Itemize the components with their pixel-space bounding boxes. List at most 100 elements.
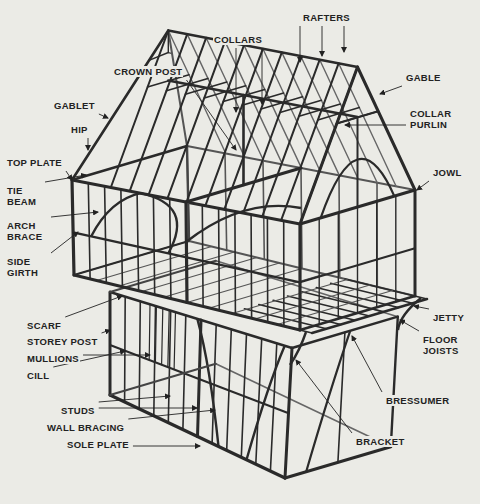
gable-rafter	[358, 67, 416, 190]
corner-post	[391, 317, 398, 447]
corner-post	[414, 190, 417, 296]
leader-line	[344, 26, 345, 52]
stud	[338, 213, 339, 319]
stud	[256, 339, 262, 465]
leader-line	[133, 446, 200, 447]
part-label: CROWN POST	[113, 66, 183, 77]
part-label: SOLE PLATE	[66, 439, 130, 450]
storey-post	[109, 292, 112, 395]
leader-line	[236, 48, 237, 112]
mullion	[174, 312, 175, 369]
crown-post	[242, 95, 245, 185]
crown-post	[357, 117, 359, 207]
stud	[168, 311, 170, 423]
girth	[300, 248, 415, 282]
rafter	[300, 67, 358, 224]
stud	[395, 196, 396, 302]
back-rafter	[282, 52, 340, 175]
wall-bracing	[247, 346, 285, 460]
storey-post	[198, 320, 202, 437]
leader-line	[186, 80, 236, 150]
stud	[319, 218, 320, 324]
lower-end-sole	[110, 364, 216, 395]
leader-line	[300, 26, 301, 62]
storey-post	[298, 224, 301, 330]
back-rafter	[244, 45, 302, 168]
part-label: WALL BRACING	[46, 422, 125, 433]
back-rafter	[206, 38, 264, 161]
gablet	[168, 31, 169, 53]
stud	[357, 207, 358, 313]
leader-line	[380, 86, 402, 94]
leader-line	[352, 336, 382, 392]
part-label: HIP	[70, 124, 89, 135]
stud	[121, 189, 123, 286]
arch-brace	[140, 193, 177, 253]
part-label: CILL	[26, 370, 50, 381]
bressumer	[312, 299, 427, 333]
mullion	[168, 310, 169, 367]
leader-line	[417, 181, 429, 190]
part-label: GABLE	[405, 72, 442, 83]
mullion	[149, 304, 151, 360]
part-label: JOWL	[432, 167, 463, 178]
leader-line	[128, 410, 215, 419]
back-post	[414, 190, 416, 296]
leader-line	[51, 232, 78, 253]
part-label: ARCH BRACE	[6, 220, 48, 242]
bracket	[398, 298, 421, 330]
part-label: SIDE GIRTH	[6, 256, 48, 278]
gablet	[149, 53, 168, 61]
leader-line	[65, 296, 122, 317]
stud	[153, 196, 154, 295]
leader-line	[99, 396, 170, 402]
leader-line	[345, 125, 406, 126]
arch-brace	[91, 193, 140, 236]
stud	[250, 215, 252, 319]
leader-line	[88, 138, 89, 150]
stud	[154, 306, 156, 416]
back-rafter	[263, 49, 321, 172]
bracket	[290, 332, 306, 365]
leader-line	[45, 175, 86, 182]
hip	[168, 31, 187, 147]
stud	[234, 211, 236, 314]
part-label: TOP PLATE	[6, 157, 63, 168]
stud	[88, 183, 90, 279]
leader-line	[99, 408, 197, 409]
stud	[283, 221, 285, 326]
storey-post	[285, 348, 292, 478]
stud	[270, 343, 276, 471]
stud	[218, 208, 220, 310]
back-rafter	[168, 31, 226, 154]
collar-purlin	[168, 81, 357, 118]
stud	[376, 201, 377, 307]
mullion	[162, 308, 163, 365]
leader-line	[102, 330, 110, 333]
leader-line	[99, 114, 108, 118]
part-label: SCARF	[26, 320, 62, 331]
part-label: BRACKET	[355, 436, 406, 447]
leader-line	[262, 48, 263, 104]
part-label: MULLIONS	[26, 353, 80, 364]
part-label: RAFTERS	[302, 12, 351, 23]
stud	[137, 193, 139, 291]
storey-post	[72, 180, 74, 275]
part-label: COLLAR PURLIN	[409, 108, 457, 130]
leader-line	[51, 212, 98, 217]
back-rafter	[358, 67, 416, 190]
ridge	[168, 31, 357, 68]
leader-line	[296, 360, 352, 433]
part-label: FLOOR JOISTS	[422, 334, 476, 356]
stud	[241, 334, 246, 457]
stud	[105, 186, 107, 283]
stud	[124, 297, 126, 402]
part-label: BRESSUMER	[385, 395, 450, 406]
leader-line	[322, 26, 323, 56]
leader-line	[414, 306, 429, 309]
part-label: TIE BEAM	[6, 185, 42, 207]
stud	[267, 218, 269, 322]
leader-line	[400, 320, 419, 331]
back-rafter	[301, 56, 359, 179]
wall-bracing	[197, 319, 218, 447]
